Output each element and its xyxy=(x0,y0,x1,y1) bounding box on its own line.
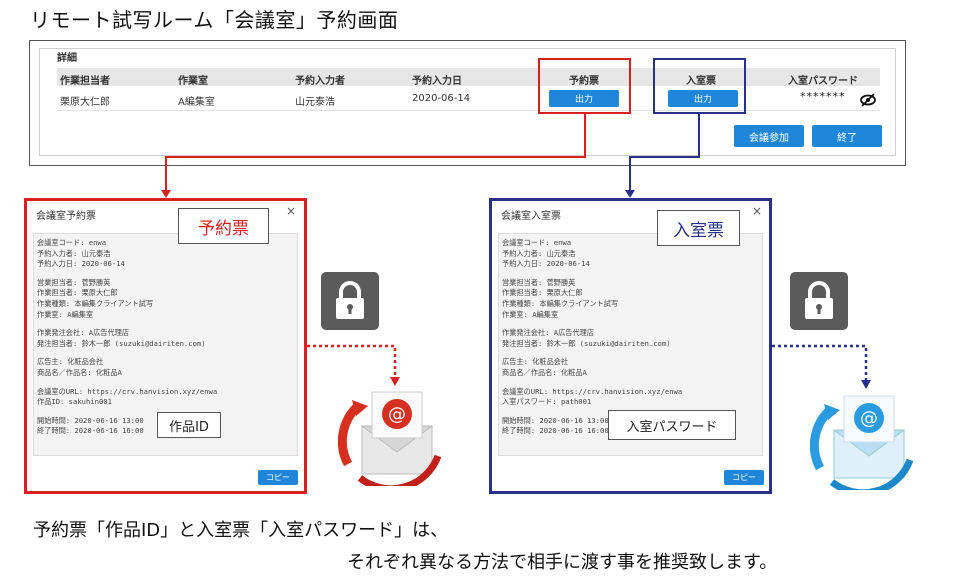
cell-room: A編集室 xyxy=(178,97,215,108)
dialog-line: 予約入力者: 山元泰浩 xyxy=(502,248,576,258)
detail-heading: 詳細 xyxy=(57,53,77,64)
dialog-line: 広告主: 化粧品会社 xyxy=(37,357,104,367)
dialog-line: 営業担当者: 菅野勝英 xyxy=(502,277,576,287)
email-icon: @ xyxy=(337,386,448,493)
dialog-blank-line xyxy=(37,379,217,387)
dialog-line: 開始時間: 2020-06-16 13:00 xyxy=(37,415,144,425)
dialog-line: 広告主: 化粧品会社 xyxy=(502,357,569,367)
dialog-line: 作業室: A編集室 xyxy=(37,309,94,319)
reservation-highlight xyxy=(538,58,631,114)
end-button[interactable]: 終了 xyxy=(812,125,882,147)
footer-line-1: 予約票「作品ID」と入室票「入室パスワード」は、 xyxy=(33,520,449,541)
reservation-dialog-title: 会議室予約票 xyxy=(36,211,96,222)
dialog-line: 作業担当者: 栗原大仁郎 xyxy=(502,288,583,298)
entry-highlight xyxy=(653,58,746,114)
entry-output-button[interactable]: 出力 xyxy=(668,90,738,107)
cell-worker: 栗原大仁郎 xyxy=(60,97,110,108)
entry-copy-button[interactable]: コピー xyxy=(724,470,764,485)
dialog-line: 作業担当者: 栗原大仁郎 xyxy=(37,288,118,298)
dialog-blank-line xyxy=(502,349,682,357)
column-header-password: 入室パスワード xyxy=(788,76,858,87)
dialog-line: 作業発注会社: A広告代理店 xyxy=(502,328,595,338)
row-divider xyxy=(57,110,880,111)
dialog-line: 終了時間: 2020-06-16 16:00 xyxy=(502,426,609,436)
dialog-line: 会議室コード: enwa xyxy=(502,238,572,247)
dialog-line: 作業種類: 本編集クライアント試写 xyxy=(502,298,619,308)
dialog-blank-line xyxy=(502,270,682,278)
dialog-line: 入室パスワード: path001 xyxy=(502,397,592,407)
column-header-room: 作業室 xyxy=(178,76,208,87)
table-header xyxy=(57,68,880,86)
entry-dialog-frame xyxy=(489,198,772,494)
column-header-entry: 入室票 xyxy=(686,76,716,87)
join-meeting-button[interactable]: 会議参加 xyxy=(734,125,804,147)
entry-dialog-close-icon[interactable]: × xyxy=(752,204,763,218)
dialog-line: 会議室のURL: https://crv.hanvision.xyz/enwa xyxy=(502,386,683,396)
work-id-callout: 作品ID xyxy=(157,412,221,438)
dialog-line: 開始時間: 2020-06-16 13:00 xyxy=(502,415,609,425)
entry-dialog-title: 会議室入室票 xyxy=(501,211,561,222)
cell-date: 2020-06-14 xyxy=(412,93,471,104)
column-header-reservation: 予約票 xyxy=(569,76,599,87)
svg-text:@: @ xyxy=(388,404,406,425)
dialog-blank-line xyxy=(502,320,682,328)
dialog-blank-line xyxy=(37,349,217,357)
reservation-output-button[interactable]: 出力 xyxy=(549,90,619,107)
entry-password-callout: 入室パスワード xyxy=(608,410,736,440)
lock-icon xyxy=(321,272,379,330)
reservation-label: 予約票 xyxy=(178,208,269,244)
cell-booker: 山元泰浩 xyxy=(295,97,335,108)
dialog-line: 予約入力者: 山元泰浩 xyxy=(37,248,111,258)
page-title: リモート試写ルーム「会議室」予約画面 xyxy=(30,8,399,32)
dialog-line: 営業担当者: 菅野勝英 xyxy=(37,277,111,287)
dialog-line: 発注担当者: 鈴木一郎 (suzuki@dairiten.com) xyxy=(37,338,206,348)
column-header-booker: 予約入力者 xyxy=(295,76,345,87)
lock-icon xyxy=(790,272,848,330)
dialog-blank-line xyxy=(37,270,217,278)
email-icon: @ xyxy=(809,390,920,497)
dialog-line: 作品ID: sakuhin001 xyxy=(37,397,112,407)
dialog-line: 会議室コード: enwa xyxy=(37,238,107,247)
reservation-copy-button[interactable]: コピー xyxy=(258,470,298,485)
dialog-blank-line xyxy=(37,320,217,328)
dialog-line: 発注担当者: 鈴木一郎 (suzuki@dairiten.com) xyxy=(502,338,671,348)
dialog-line: 作業種類: 本編集クライアント試写 xyxy=(37,298,154,308)
dialog-line: 商品名／作品名: 化粧品A xyxy=(502,367,587,377)
dialog-line: 予約入力日: 2020-06-14 xyxy=(37,259,125,269)
dialog-line: 作業発注会社: A広告代理店 xyxy=(37,328,130,338)
dialog-line: 会議室のURL: https://crv.hanvision.xyz/enwa xyxy=(37,386,218,396)
svg-text:@: @ xyxy=(860,408,878,429)
password-mask: ******* xyxy=(800,90,846,103)
column-header-worker: 作業担当者 xyxy=(60,76,110,87)
column-header-date: 予約入力日 xyxy=(412,76,462,87)
reservation-dialog-close-icon[interactable]: × xyxy=(286,204,297,218)
dialog-line: 商品名／作品名: 化粧品A xyxy=(37,367,122,377)
entry-label: 入室票 xyxy=(657,210,740,246)
dialog-line: 終了時間: 2020-06-16 16:00 xyxy=(37,426,144,436)
reservation-dialog-frame xyxy=(24,198,307,494)
footer-line-2: それぞれ異なる方法で相手に渡す事を推奨致します。 xyxy=(347,552,778,573)
dialog-line: 予約入力日: 2020-06-14 xyxy=(502,259,590,269)
dialog-line: 作業室: A編集室 xyxy=(502,309,559,319)
eye-slash-icon[interactable] xyxy=(860,92,876,107)
dialog-blank-line xyxy=(502,379,682,387)
